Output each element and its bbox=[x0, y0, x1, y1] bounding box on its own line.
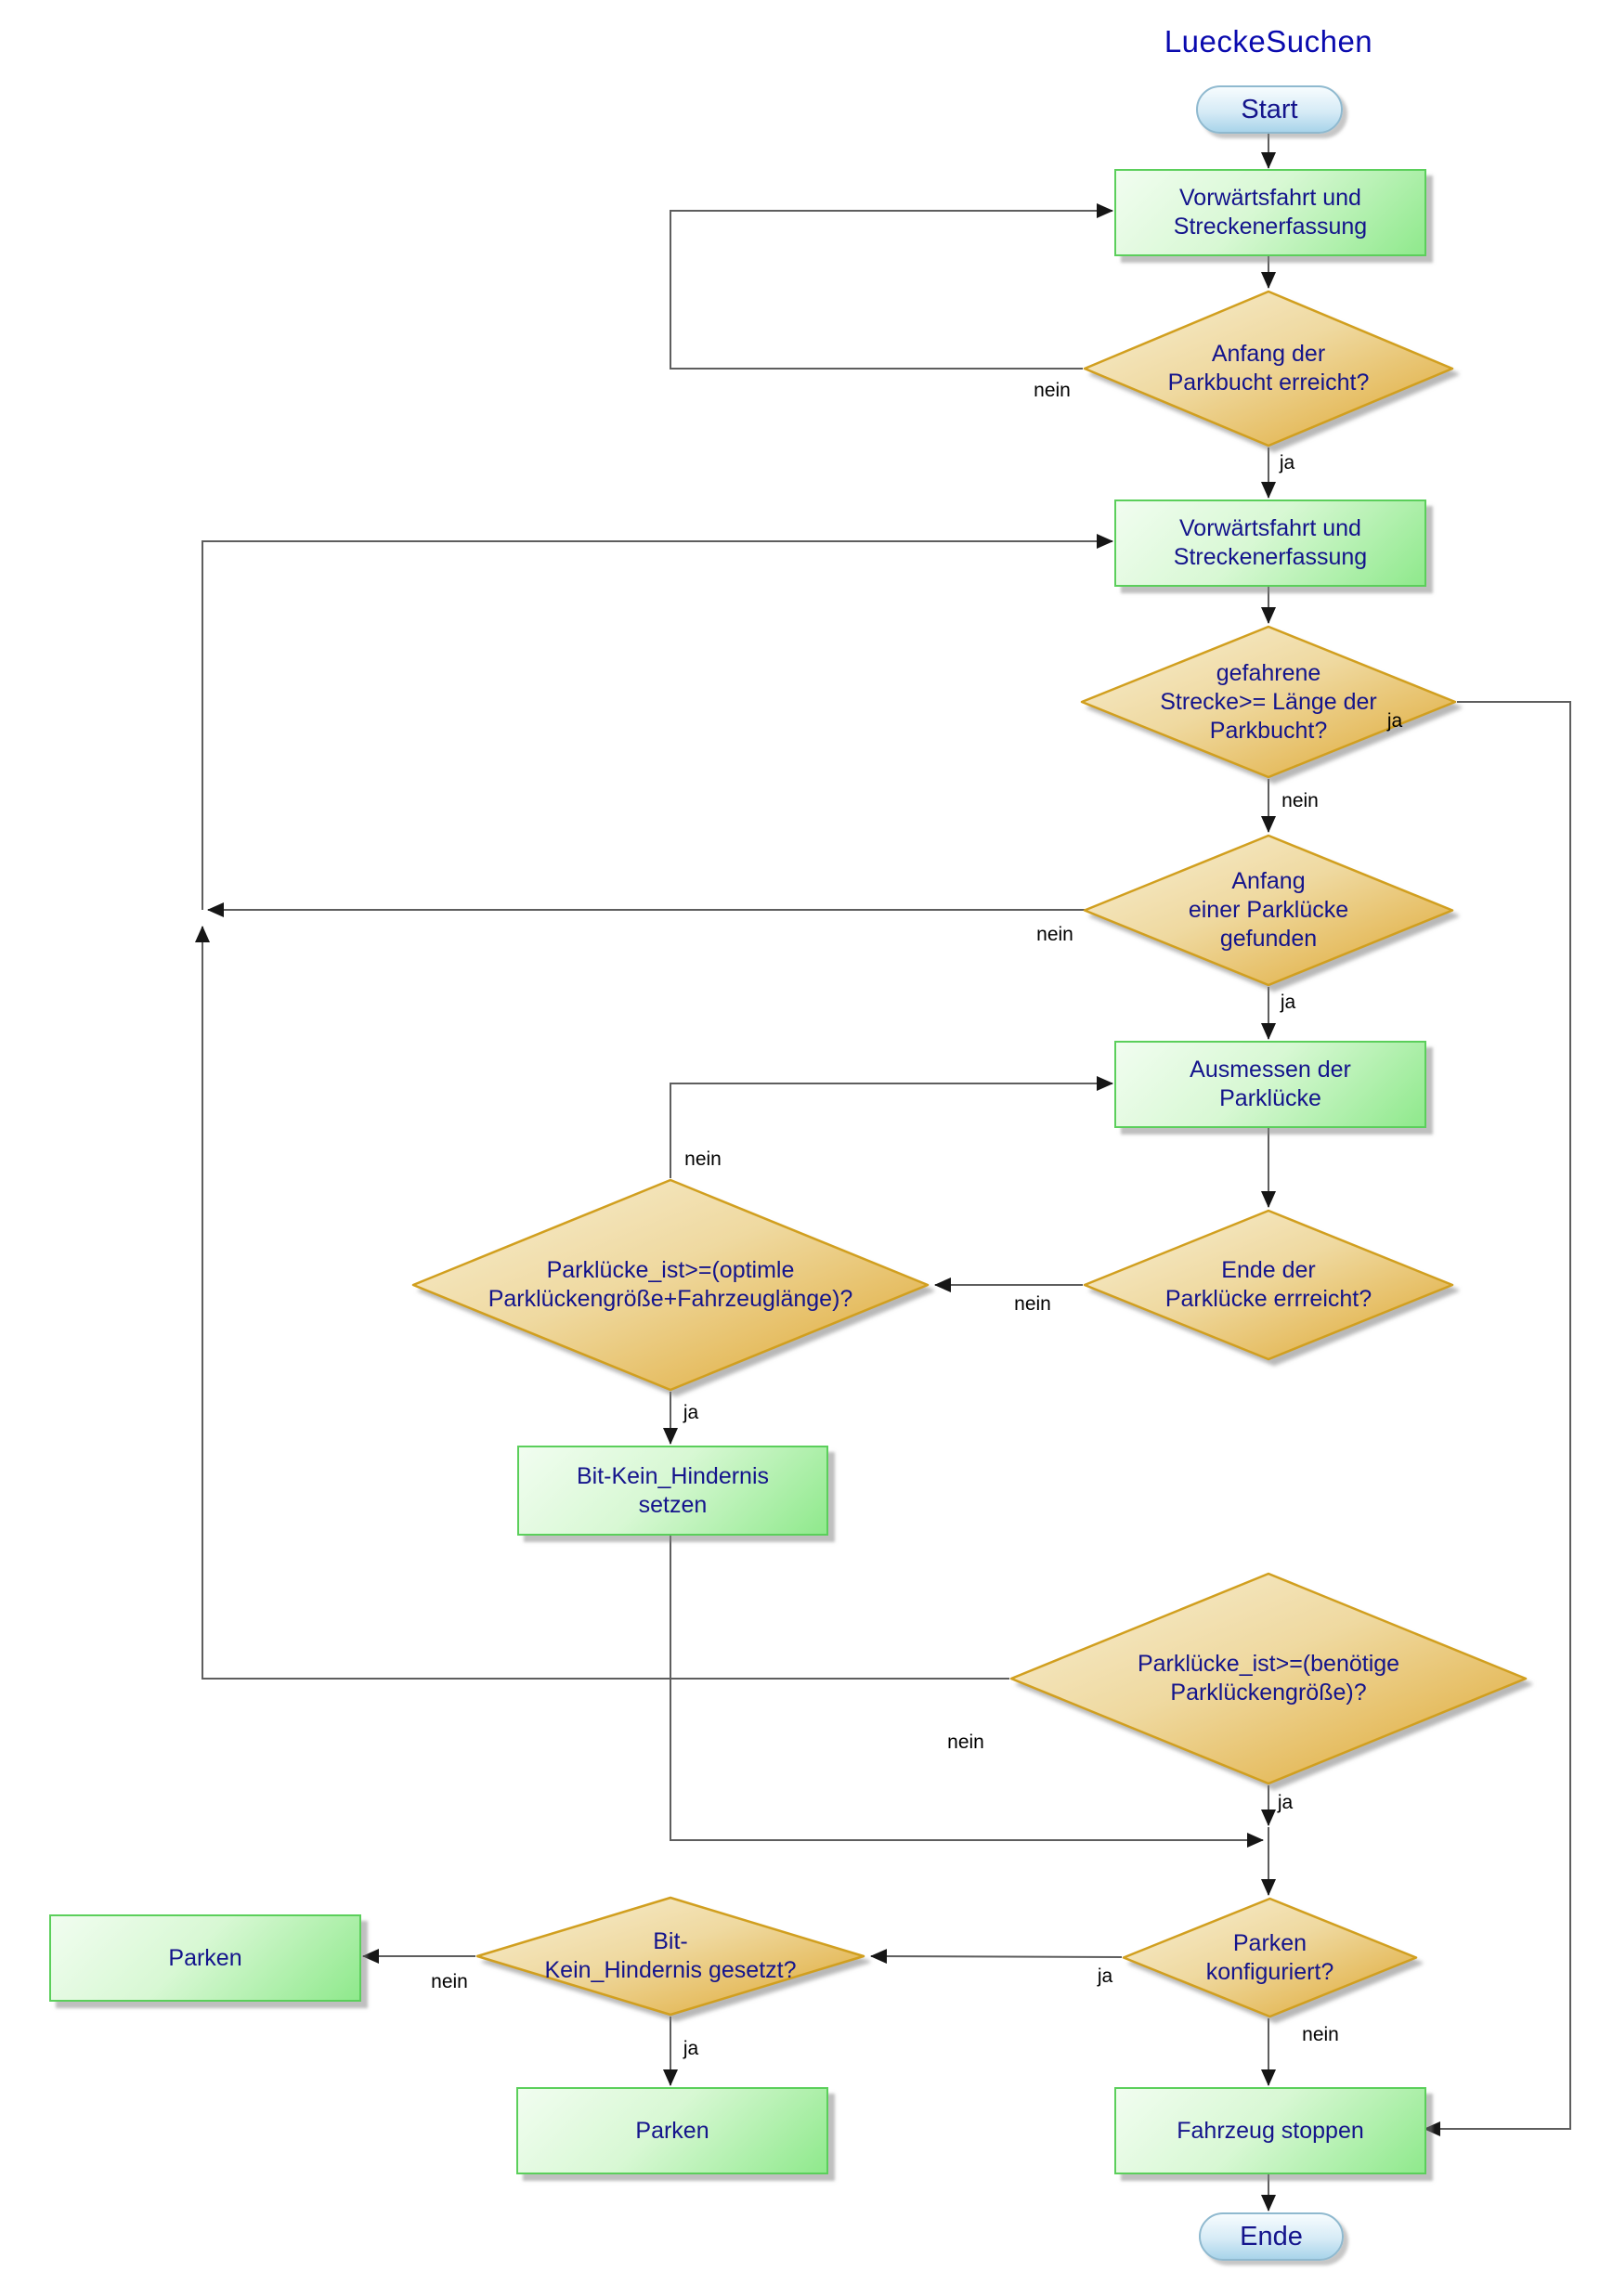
decision-parken-konfiguriert: Parken konfiguriert? bbox=[1122, 1897, 1418, 2018]
edge-label-ja: ja bbox=[1097, 1965, 1113, 1987]
decision-parkbucht-erreicht-label: Anfang der Parkbucht erreicht? bbox=[1167, 341, 1370, 396]
diamond-shape bbox=[1009, 1572, 1528, 1785]
edge-label-ja: ja bbox=[1277, 1792, 1294, 1813]
edge-d2-ja-right-rail bbox=[1424, 701, 1571, 2136]
edge-label-nein: nein bbox=[1014, 1293, 1051, 1315]
terminator-ende-label: Ende bbox=[1240, 2221, 1303, 2251]
diamond-shape bbox=[411, 1178, 930, 1392]
edge-label-ja: ja bbox=[1279, 452, 1295, 473]
decision-gefahrene-strecke-label: gefahrene Strecke>= Länge der Parkbucht? bbox=[1160, 659, 1377, 744]
edge-label-ja: ja bbox=[1386, 710, 1403, 732]
edge-label-nein: nein bbox=[1302, 2024, 1339, 2045]
edge-label-ja: ja bbox=[683, 1402, 699, 1423]
decision-parkluecke-gefunden: Anfang einer Parklücke gefunden bbox=[1083, 834, 1454, 987]
process-vorwaertsfahrt-2-label: Vorwärtsfahrt und Streckenerfassung bbox=[1173, 515, 1368, 570]
edge-bitkein-to-merge bbox=[670, 1532, 1264, 1848]
diagram-title: LueckeSuchen bbox=[1164, 24, 1373, 58]
decision-ende-parkluecke: Ende der Parklücke errreicht? bbox=[1083, 1209, 1454, 1361]
process-parken-links: Parken bbox=[49, 1914, 361, 2002]
terminator-start: Start bbox=[1196, 85, 1343, 134]
process-bit-kein-hindernis-setzen: Bit-Kein_Hindernis setzen bbox=[517, 1446, 828, 1536]
process-vorwaertsfahrt-1: Vorwärtsfahrt und Streckenerfassung bbox=[1114, 169, 1426, 256]
decision-bit-gesetzt: Bit- Kein_Hindernis gesetzt? bbox=[475, 1896, 865, 2017]
edge-label-ja: ja bbox=[1280, 992, 1296, 1013]
diamond-shape bbox=[1122, 1897, 1418, 2018]
edge-label-ja: ja bbox=[683, 2038, 699, 2059]
edge-label-nein: nein bbox=[684, 1148, 722, 1170]
process-vorwaertsfahrt-2: Vorwärtsfahrt und Streckenerfassung bbox=[1114, 499, 1426, 587]
diamond-shape bbox=[1080, 625, 1457, 779]
edge-optimle-nein-loop bbox=[670, 1076, 1113, 1178]
edge-left-rail-to-box2 bbox=[202, 534, 1113, 910]
decision-ende-parkluecke-label: Ende der Parklücke errreicht? bbox=[1164, 1257, 1372, 1312]
process-parken-unten: Parken bbox=[516, 2087, 828, 2174]
decision-optimale-groesse: Parklücke_ist>=(optimle Parklückengröße+… bbox=[411, 1178, 930, 1392]
diamond-shape bbox=[1083, 1209, 1454, 1361]
decision-benoetigte-groesse-label: Parklücke_ist>=(benötige Parklückengröße… bbox=[1137, 1651, 1400, 1706]
edge-label-nein: nein bbox=[1281, 790, 1319, 811]
edge-label-nein: nein bbox=[431, 1971, 468, 1992]
edge-benoetige-nein-rail bbox=[195, 926, 1009, 1680]
terminator-ende: Ende bbox=[1199, 2212, 1344, 2261]
diamond-shape bbox=[1083, 290, 1454, 448]
diamond-shape bbox=[475, 1896, 865, 2017]
decision-bit-gesetzt-label: Bit- Kein_Hindernis gesetzt? bbox=[544, 1928, 797, 1983]
terminator-start-label: Start bbox=[1241, 94, 1298, 124]
decision-parkluecke-gefunden-label: Anfang einer Parklücke gefunden bbox=[1188, 868, 1349, 952]
edge-parkkonf-ja bbox=[870, 1949, 1123, 1965]
process-parken-unten-label: Parken bbox=[635, 2117, 709, 2144]
process-ausmessen: Ausmessen der Parklücke bbox=[1114, 1041, 1426, 1128]
edge-d1-nein-loop bbox=[670, 203, 1113, 370]
process-fahrzeug-stoppen: Fahrzeug stoppen bbox=[1114, 2087, 1426, 2174]
edge-label-nein: nein bbox=[1034, 380, 1071, 401]
process-parken-links-label: Parken bbox=[168, 1944, 242, 1971]
diamond-shape bbox=[1083, 834, 1454, 987]
decision-gefahrene-strecke: gefahrene Strecke>= Länge der Parkbucht? bbox=[1080, 625, 1457, 779]
decision-parkbucht-erreicht: Anfang der Parkbucht erreicht? bbox=[1083, 290, 1454, 448]
edge-label-nein: nein bbox=[947, 1732, 984, 1753]
process-bit-kein-hindernis-setzen-label: Bit-Kein_Hindernis setzen bbox=[576, 1462, 770, 1518]
process-fahrzeug-stoppen-label: Fahrzeug stoppen bbox=[1177, 2117, 1364, 2144]
process-vorwaertsfahrt-1-label: Vorwärtsfahrt und Streckenerfassung bbox=[1173, 185, 1368, 240]
decision-benoetigte-groesse: Parklücke_ist>=(benötige Parklückengröße… bbox=[1009, 1572, 1528, 1785]
decision-optimale-groesse-label: Parklücke_ist>=(optimle Parklückengröße+… bbox=[488, 1257, 853, 1312]
edge-label-nein: nein bbox=[1036, 924, 1073, 945]
decision-parken-konfiguriert-label: Parken konfiguriert? bbox=[1205, 1929, 1334, 1985]
process-ausmessen-label: Ausmessen der Parklücke bbox=[1190, 1057, 1351, 1111]
